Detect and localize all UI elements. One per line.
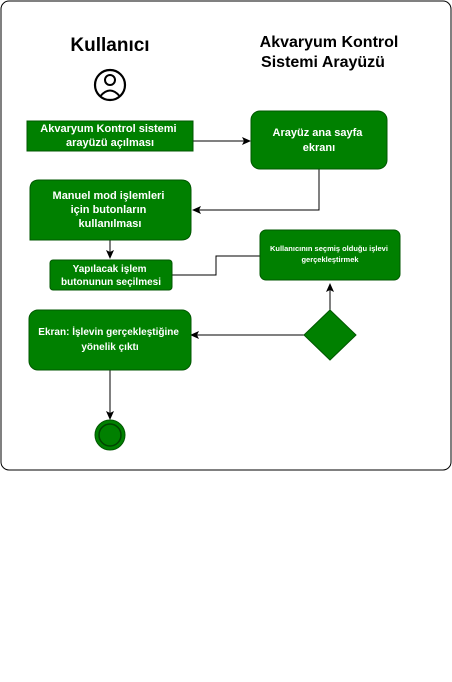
node-select-button: Yapılacak işlem butonunun seçilmesi — [49, 259, 173, 291]
node-open-interface-line1: Akvaryum Kontrol sistemi — [40, 123, 176, 135]
node-open-interface: Akvaryum Kontrol sistemi arayüzü açılmas… — [26, 120, 194, 152]
lane-title-system-line2: Sistemi Arayüzü — [261, 54, 385, 71]
node-manual-mode-line1: Manuel mod işlemleri — [53, 190, 165, 202]
edge-select-to-perform — [172, 255, 260, 276]
node-home-screen: Arayüz ana sayfa ekranı — [250, 110, 388, 170]
svg-text:Yapılacak işlem butonunu: Yapılacak işlem butonunun seçilmesi — [61, 264, 161, 288]
node-output-screen: Ekran: İşlevin gerçekleştiğine yönelik ç… — [28, 309, 192, 371]
node-home-screen-line2: ekranı — [303, 142, 335, 154]
node-select-button-line1: Yapılacak işlem — [73, 264, 147, 275]
svg-text:Akvaryum Kontrol sistemi: Akvaryum Kontrol sistemi arayüzü açılmas… — [40, 123, 179, 149]
node-manual-mode-line3: kullanılması — [79, 218, 142, 230]
node-output-screen-line2: yönelik çıktı — [81, 342, 138, 353]
end-node — [94, 419, 126, 451]
svg-text:Ekran: İşlevin gerçekleştiğine: Ekran: İşlevin gerçekleştiğine yönelik ç… — [38, 325, 181, 353]
node-perform-function-line1: Kullanıcının seçmiş olduğu işlevi — [270, 244, 388, 253]
svg-text:Arayüz ana sayfa ekranı: Arayüz ana sayfa ekranı — [273, 127, 366, 154]
node-output-screen-line1: Ekran: İşlevin gerçekleştiğine — [38, 325, 179, 338]
user-icon — [93, 68, 127, 102]
decision-diamond — [303, 309, 357, 361]
node-home-screen-line1: Arayüz ana sayfa — [273, 127, 364, 139]
node-manual-mode-line2: için butonların — [71, 204, 147, 216]
node-select-button-line2: butonunun seçilmesi — [61, 277, 161, 288]
svg-text:Manuel mod işlemleri içi: Manuel mod işlemleri için butonların kul… — [53, 190, 168, 230]
flow-edges — [106, 137, 334, 420]
node-manual-mode: Manuel mod işlemleri için butonların kul… — [29, 179, 192, 241]
edge-home-to-manual — [192, 169, 320, 214]
node-open-interface-line2: arayüzü açılması — [66, 137, 154, 149]
node-perform-function: Kullanıcının seçmiş olduğu işlevi gerçek… — [259, 229, 401, 281]
lane-title-system-line1: Akvaryum Kontrol — [260, 34, 399, 51]
node-perform-function-line2: gerçekleştirmek — [301, 255, 359, 264]
svg-text:Kullanıcının seçmiş olduğu işl: Kullanıcının seçmiş olduğu işlevi gerçek… — [270, 244, 390, 264]
lane-title-user: Kullanıcı — [70, 35, 149, 56]
